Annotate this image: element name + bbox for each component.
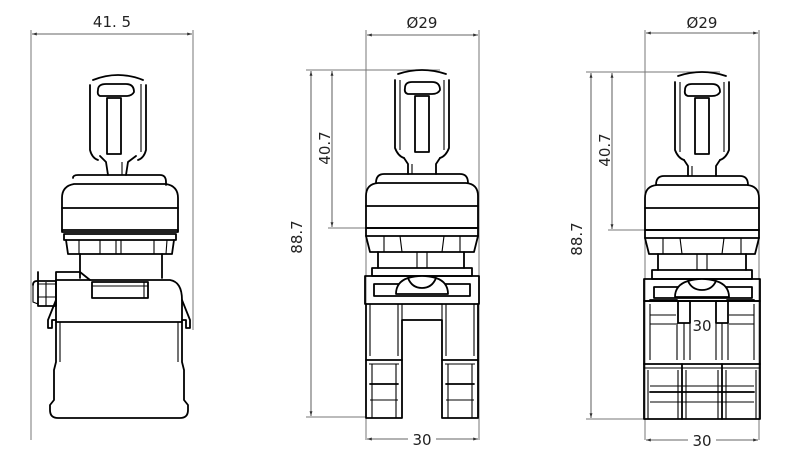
- key-icon: [89, 74, 147, 176]
- head-bezel: [644, 175, 760, 271]
- width-dimension: 41. 5: [30, 13, 194, 440]
- diameter-dimension: Ø29: [644, 14, 760, 440]
- contact-blocks: 30: [643, 299, 761, 420]
- base-width-label: 30: [692, 432, 711, 450]
- height-dimensions: 40.7 88.7: [568, 71, 720, 420]
- inner-width-label: 30: [692, 317, 711, 335]
- front-view-3-contact: Ø29 40.7 88.7 30: [568, 14, 761, 450]
- front-view-2-contact: Ø29 40.7 88.7 30: [288, 14, 480, 449]
- height-dimensions: 40.7 88.7: [288, 69, 440, 418]
- key-height-label: 40.7: [596, 133, 614, 166]
- total-height-label: 88.7: [568, 222, 586, 255]
- adaptor-frame: [643, 269, 761, 302]
- key-height-label: 40.7: [316, 131, 334, 164]
- base-width-dimension: 30: [367, 431, 478, 449]
- diameter-label: Ø29: [687, 14, 718, 32]
- key-icon: [674, 71, 730, 177]
- key-icon: [394, 69, 450, 175]
- diameter-dimension: Ø29: [365, 14, 480, 440]
- diameter-label: Ø29: [407, 14, 438, 32]
- base-width-label: 30: [412, 431, 431, 449]
- side-view: 41. 5: [30, 13, 194, 440]
- width-label: 41. 5: [93, 13, 131, 31]
- head-bezel: [61, 174, 179, 279]
- base-width-dimension: 30: [646, 432, 758, 450]
- contact-body: [47, 279, 191, 419]
- contact-blocks: [365, 303, 479, 419]
- head-bezel: [365, 173, 479, 269]
- total-height-label: 88.7: [288, 220, 306, 253]
- contact-latch: [32, 271, 91, 307]
- adaptor-frame: [364, 267, 480, 305]
